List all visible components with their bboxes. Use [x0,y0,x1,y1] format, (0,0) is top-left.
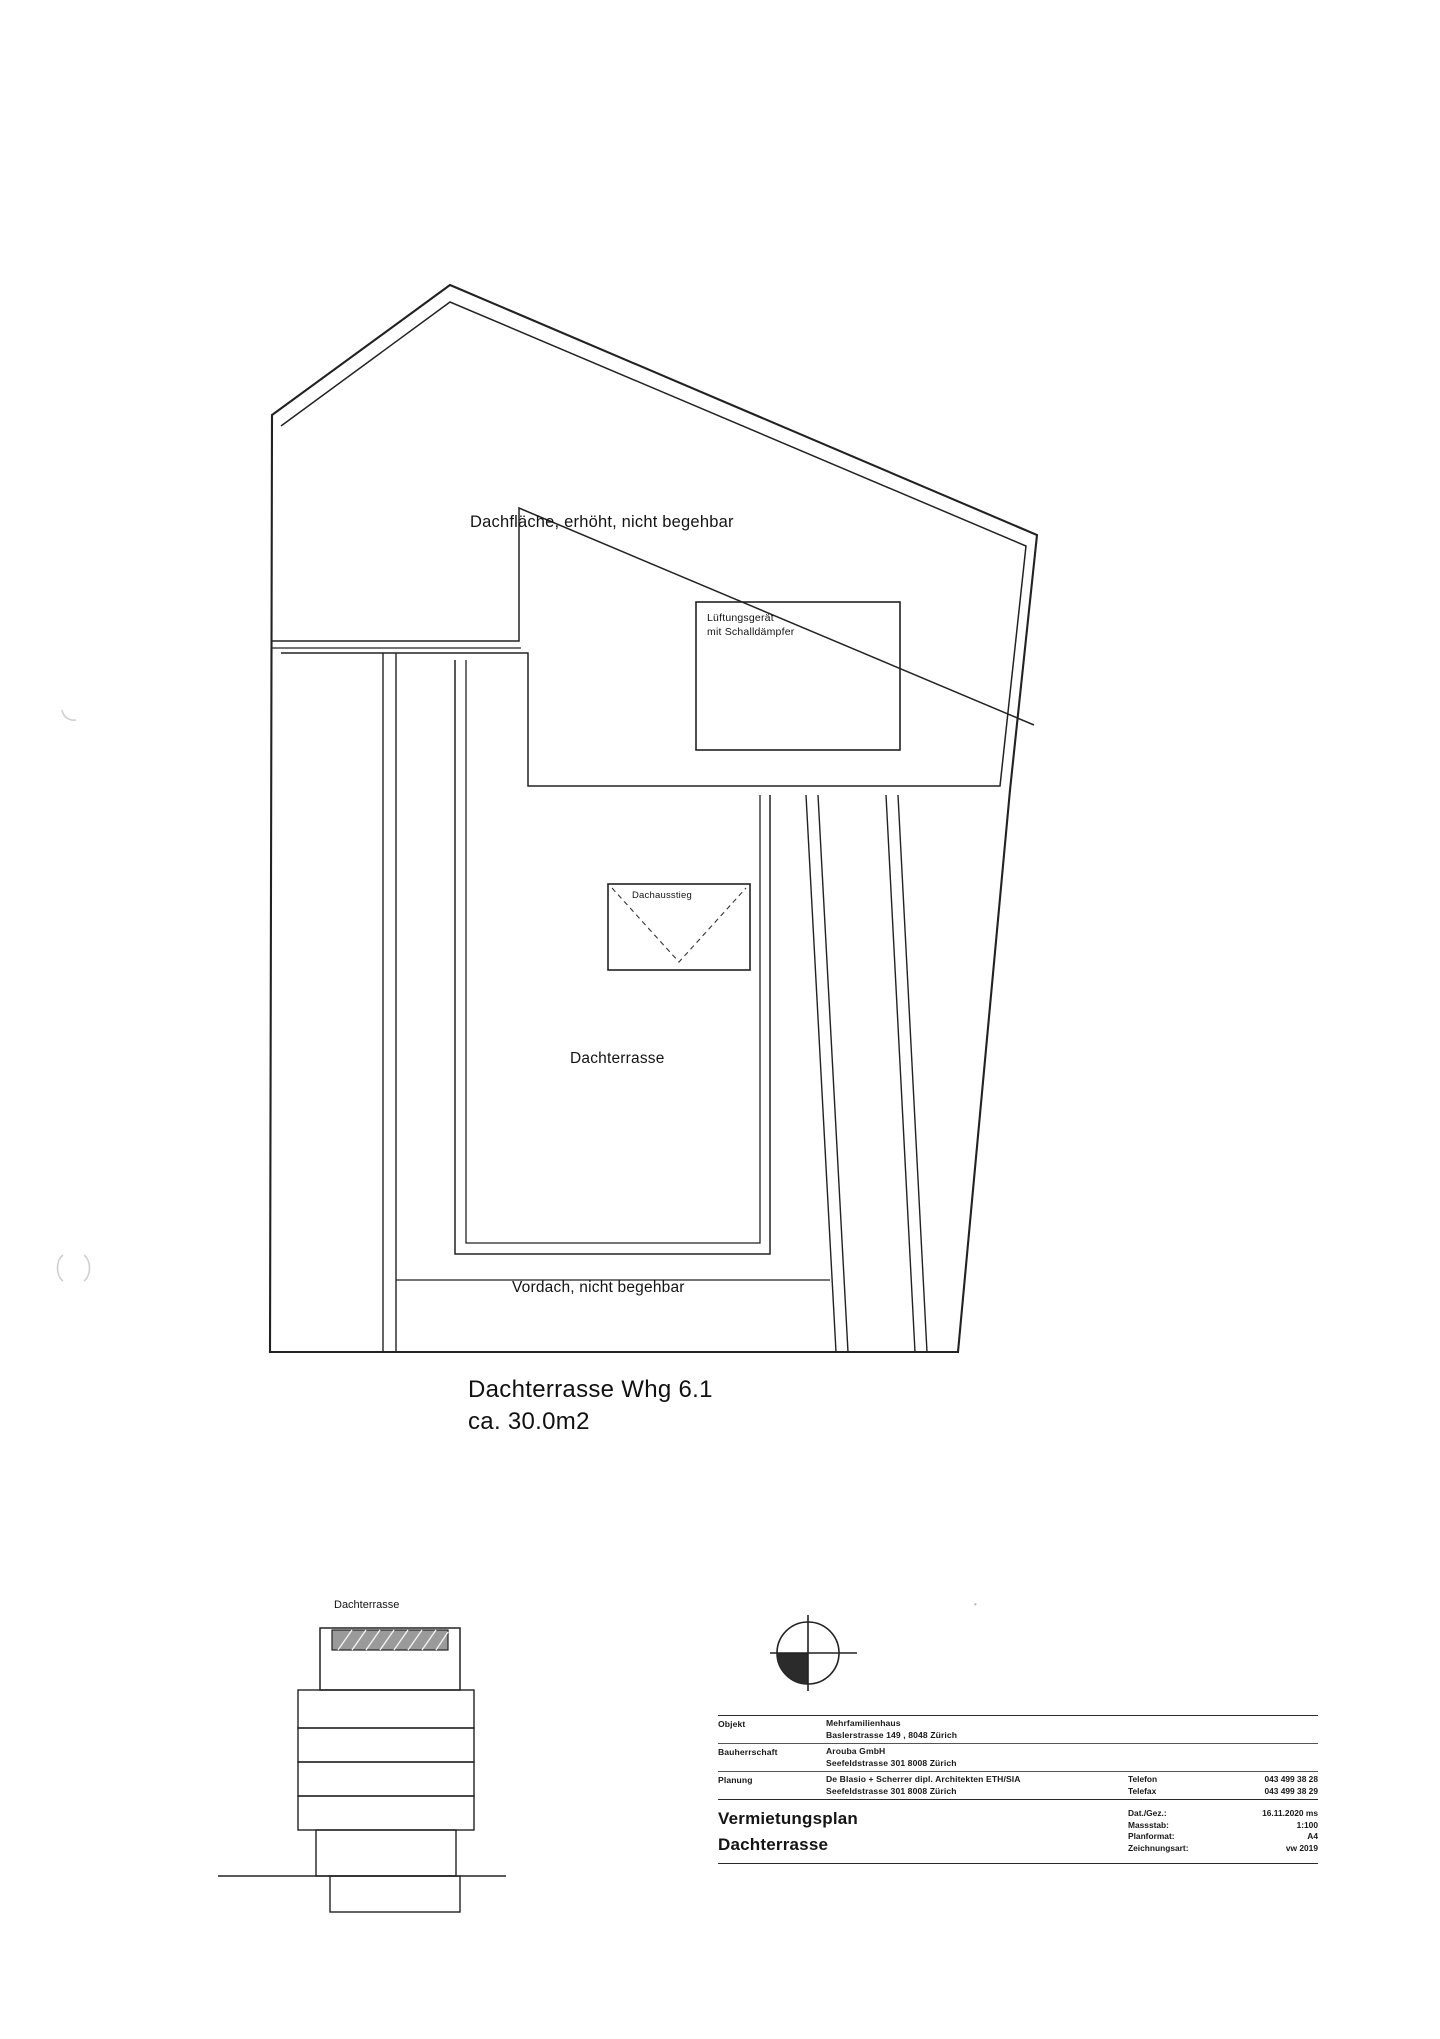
meta-values: 16.11.2020 ms 1:100 A4 vw 2019 [1216,1808,1318,1854]
bauherrschaft-line2: Seefeldstrasse 301 8008 Zürich [826,1757,957,1768]
objekt-line2: Baslerstrasse 149 , 8048 Zürich [826,1729,958,1740]
canopy-strip-right-b [897,794,928,1353]
section-hatch-lines [337,1629,449,1651]
contact-key-telefax: Telefax [1128,1785,1157,1796]
contact-key-telefon: Telefon [1128,1774,1158,1784]
label-ventilation-line2: mit Schalldämpfer [707,626,795,638]
key-section-label: Dachterrasse [334,1599,400,1611]
title-block-plan-name: Vermietungsplan Dachterrasse [718,1806,1128,1858]
title-block-value-objekt: Mehrfamilienhaus Baslerstrasse 149 , 804… [826,1718,1128,1741]
north-arrow-icon [770,1615,857,1691]
title-block-row-planung: Planung De Blasio + Scherrer dipl. Archi… [718,1772,1318,1799]
roof-hatch-box [607,883,751,971]
north-arrow-filled-quadrant [777,1653,808,1684]
contact-value-telefon: 043 499 38 28 [1264,1774,1318,1784]
planung-line1: De Blasio + Scherrer dipl. Architekten E… [826,1774,1021,1784]
label-ventilation-unit: Lüftungsgerät mit Schalldämpfer [707,611,794,639]
label-terrace: Dachterrasse [570,1050,665,1067]
title-block-rule-1 [718,1743,1318,1744]
objekt-line1: Mehrfamilienhaus [826,1718,901,1728]
building-section-key [218,1627,506,1913]
canopy-strip-left [805,794,837,1353]
plan-caption: Dachterrasse Whg 6.1 ca. 30.0m2 [468,1374,713,1438]
scan-speck: · [972,1594,979,1616]
plan-type-title: Vermietungsplan [718,1809,858,1828]
meta-key-format: Planformat: [1128,1831,1175,1842]
terrace-outline [454,660,771,1255]
section-floor-1 [297,1689,475,1729]
section-ground-floor [315,1829,457,1877]
meta-value-format: A4 [1307,1831,1318,1842]
roof-outer-outline [268,283,1039,1354]
section-floor-3 [297,1761,475,1797]
meta-keys: Dat./Gez.: Massstab: Planformat: Zeichnu… [1128,1808,1216,1854]
title-block-rule-2 [718,1771,1318,1772]
contact-values: 043 499 38 28 043 499 38 29 [1216,1774,1318,1797]
bauherrschaft-line1: Arouba GmbH [826,1746,886,1756]
meta-key-drawing-type: Zeichnungsart: [1128,1842,1189,1853]
ventilation-unit-box [695,601,901,751]
meta-key-scale: Massstab: [1128,1819,1169,1830]
roof-hatch-swing-arc [611,887,747,963]
title-block-row-objekt: Objekt Mehrfamilienhaus Baslerstrasse 14… [718,1716,1318,1743]
label-roof-hatch: Dachausstieg [632,890,692,901]
roof-plan-drawing [56,283,1039,1354]
contact-value-telefax: 043 499 38 29 [1264,1785,1318,1796]
label-canopy: Vordach, nicht begehbar [512,1279,685,1296]
meta-key-date: Dat./Gez.: [1128,1808,1167,1818]
title-block-value-bauherrschaft: Arouba GmbH Seefeldstrasse 301 8008 Züri… [826,1746,1128,1769]
title-block-rule-top [718,1715,1318,1716]
title-block-meta: Dat./Gez.: Massstab: Planformat: Zeichnu… [1128,1806,1318,1854]
scan-artifact-lower [56,1254,91,1282]
canopy-strip-right-a [885,794,916,1353]
title-block-value-planung: De Blasio + Scherrer dipl. Architekten E… [826,1774,1128,1797]
title-block-bottom: Vermietungsplan Dachterrasse Dat./Gez.: … [718,1800,1318,1863]
contact-keys: Telefon Telefax [1128,1774,1216,1797]
meta-value-date: 16.11.2020 ms [1262,1808,1318,1818]
section-floor-4 [297,1795,475,1831]
plan-subject-title: Dachterrasse [718,1835,829,1854]
title-block-key-planung: Planung [718,1775,753,1785]
section-floor-2 [297,1727,475,1763]
title-block-key-objekt: Objekt [718,1719,746,1729]
title-block: Objekt Mehrfamilienhaus Baslerstrasse 14… [718,1715,1318,1864]
title-block-rule-3 [718,1799,1318,1800]
label-roof-area: Dachfläche, erhöht, nicht begehbar [470,513,734,531]
title-block-row-bauherrschaft: Bauherrschaft Arouba GmbH Seefeldstrasse… [718,1744,1318,1771]
meta-value-drawing-type: vw 2019 [1285,1842,1318,1853]
roof-inner-parapet [280,301,1027,787]
title-block-rule-bottom [718,1863,1318,1864]
plan-caption-line2: ca. 30.0m2 [468,1408,590,1435]
title-block-contact: Telefon Telefax 043 499 38 28 043 499 38… [1128,1774,1318,1797]
title-block-key-bauherrschaft: Bauherrschaft [718,1747,778,1757]
scan-artifact-upper [61,709,77,721]
section-basement [329,1875,461,1913]
terrace-outline-offset [465,660,761,1244]
roof-parapet-step [272,506,1035,726]
meta-value-scale: 1:100 [1296,1819,1318,1830]
planung-line2: Seefeldstrasse 301 8008 Zürich [826,1785,957,1796]
canopy-strip-mid [817,794,849,1353]
label-ventilation-line1: Lüftungsgerät [707,612,774,624]
plan-caption-line1: Dachterrasse Whg 6.1 [468,1376,713,1403]
